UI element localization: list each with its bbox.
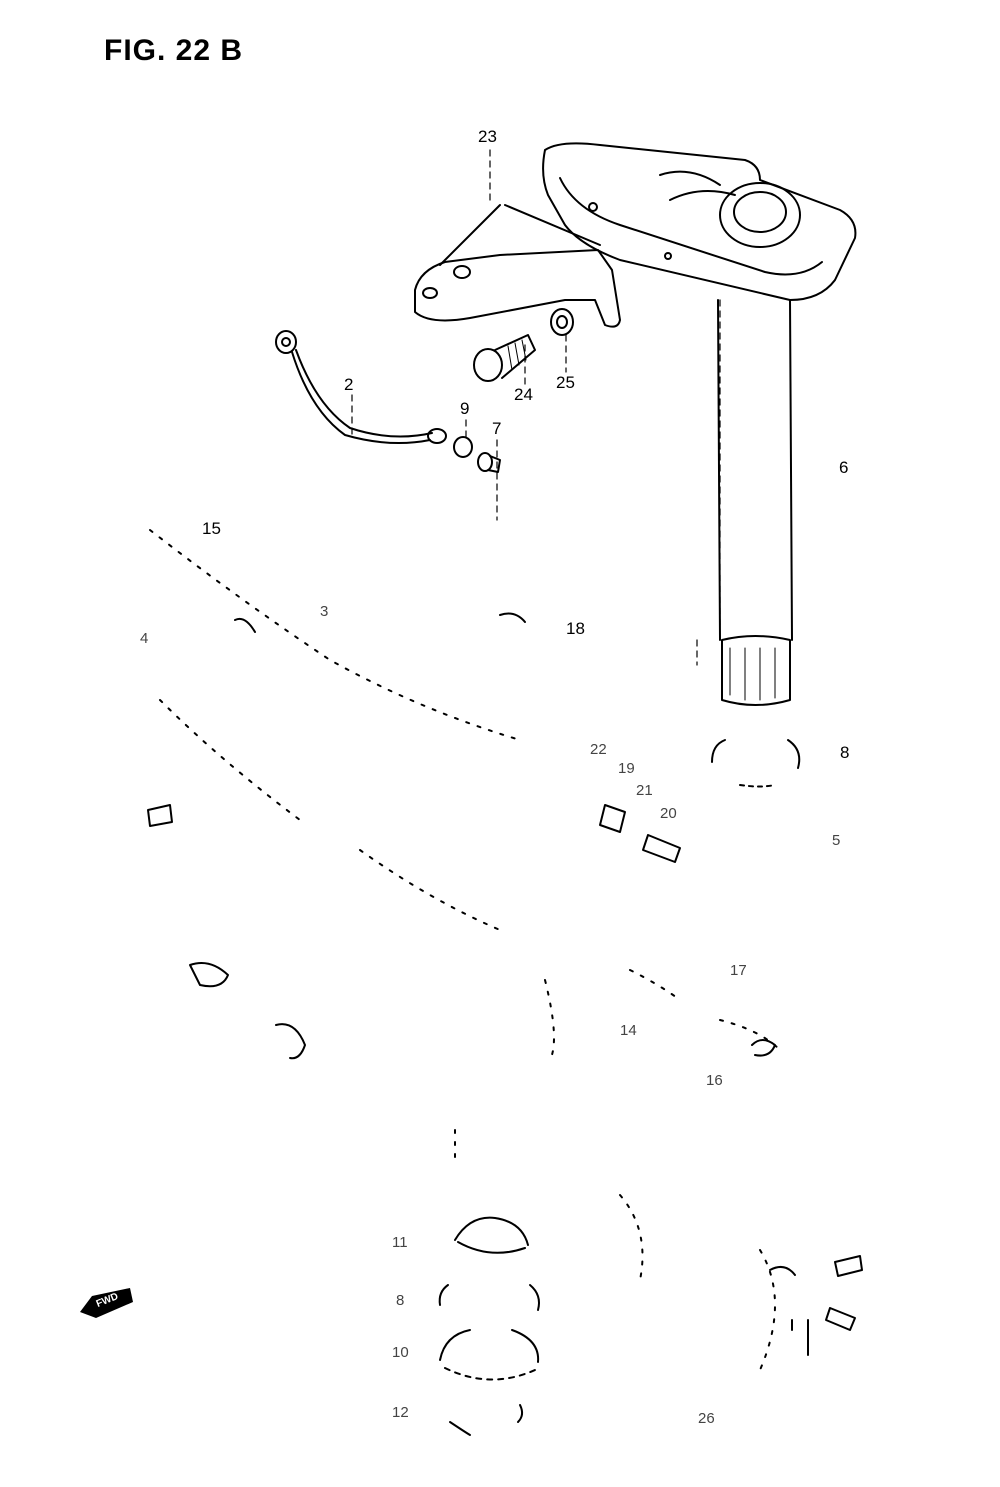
leader-lines <box>351 149 721 666</box>
callout-12: 12 <box>392 1404 409 1421</box>
fragment-13 <box>275 1023 306 1060</box>
bushing-12 <box>449 1404 524 1436</box>
figure-title: FIG. 22 B <box>104 34 244 67</box>
callout-24: 24 <box>514 385 533 404</box>
callout-8-upper: 8 <box>840 743 850 762</box>
callout-15: 15 <box>202 519 221 538</box>
steering-tube-6 <box>717 299 793 706</box>
callout-23: 23 <box>478 127 497 146</box>
callout-14: 14 <box>620 1022 637 1039</box>
callout-25: 25 <box>556 373 575 392</box>
callout-10: 10 <box>392 1344 409 1361</box>
callout-7: 7 <box>492 419 502 438</box>
lower-assembly-faint <box>149 529 781 1371</box>
callout-19: 19 <box>618 760 635 777</box>
callout-18: 18 <box>566 619 585 638</box>
screw-20 <box>599 804 681 863</box>
bushing-8-upper <box>711 739 801 788</box>
fragment-3 <box>234 617 256 633</box>
washer-9 <box>453 436 473 458</box>
callout-9: 9 <box>460 399 470 418</box>
callout-20: 20 <box>660 805 677 822</box>
callout-26: 26 <box>698 1410 715 1427</box>
callout-17: 17 <box>730 962 747 979</box>
fragment-18 <box>499 612 526 623</box>
callout-11: 11 <box>392 1234 408 1251</box>
callout-2: 2 <box>344 375 354 394</box>
callout-22: 22 <box>590 741 607 758</box>
fwd-arrow-icon <box>80 1288 133 1318</box>
washer-25 <box>550 308 574 336</box>
bolt-24 <box>473 334 536 382</box>
bushing-8-lower <box>438 1284 540 1311</box>
washer-16 <box>751 1039 776 1057</box>
callout-4: 4 <box>140 630 149 647</box>
bracket-arm-23 <box>414 204 621 328</box>
callout-6: 6 <box>839 458 849 477</box>
bushing-10 <box>439 1329 540 1381</box>
ground-wire-2 <box>275 330 447 445</box>
callout-8-lower: 8 <box>396 1292 405 1309</box>
callout-5: 5 <box>832 832 841 849</box>
bushing-11 <box>454 1216 529 1254</box>
callout-21: 21 <box>636 782 653 799</box>
fitting-left <box>147 804 173 827</box>
steering-bracket-head <box>542 142 857 301</box>
part-cluster-left <box>189 962 229 988</box>
part-cluster-26 <box>769 1255 863 1356</box>
screw-7 <box>477 452 501 473</box>
callout-16: 16 <box>706 1072 723 1089</box>
callout-3: 3 <box>320 603 329 620</box>
